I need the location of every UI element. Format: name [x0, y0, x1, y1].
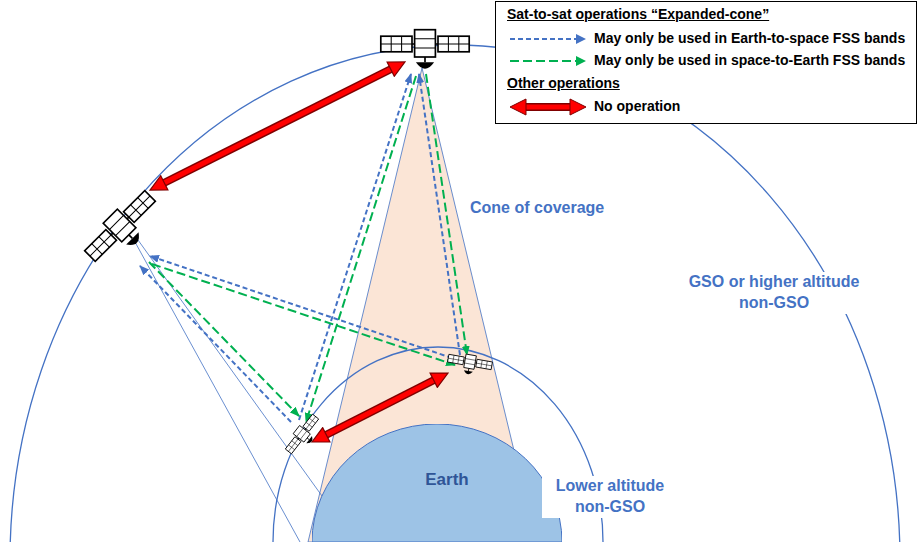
link-arrows	[140, 266, 291, 422]
legend-swatch	[526, 103, 570, 111]
legend-swatch	[576, 56, 586, 66]
legend-heading: Other operations	[507, 75, 620, 91]
legend-swatch	[576, 34, 586, 44]
coverage-line	[138, 240, 322, 496]
legend-swatch	[570, 99, 586, 115]
orbit-label: GSO or higher altitude non-GSO	[682, 272, 866, 314]
high-satellite	[80, 186, 167, 273]
coverage-line	[135, 242, 300, 542]
legend-swatch	[510, 99, 526, 115]
link-arrows	[152, 264, 455, 365]
low-satellite	[446, 351, 493, 378]
legend-text: May only be used in space-to-Earth FSS b…	[594, 52, 905, 68]
legend-swatch	[506, 29, 590, 49]
link-arrows	[299, 74, 411, 420]
link-arrows	[140, 74, 467, 422]
no-operation-arrow	[163, 69, 391, 184]
region-label: Cone of coverage	[468, 198, 606, 219]
legend-swatch	[510, 38, 578, 40]
orbit-label: Lower altitude non-GSO	[542, 476, 678, 518]
no-operation-arrow	[163, 69, 434, 436]
legend-text: May only be used in Earth-to-space FSS b…	[594, 30, 905, 46]
legend-swatch	[506, 51, 590, 71]
link-arrows	[419, 74, 460, 355]
link-arrows	[149, 262, 299, 416]
legend-heading: Sat-to-sat operations “Expanded-cone”	[507, 6, 769, 22]
link-arrows	[426, 74, 467, 355]
link-arrows	[150, 256, 452, 358]
link-arrows	[306, 76, 416, 422]
legend-text: No operation	[594, 98, 680, 114]
legend-swatch	[506, 97, 590, 117]
gso-satellite	[381, 30, 469, 69]
legend-swatch	[526, 105, 570, 110]
no-operation-arrow	[163, 69, 391, 184]
low-satellite	[283, 412, 326, 459]
legend-swatch	[510, 60, 578, 62]
